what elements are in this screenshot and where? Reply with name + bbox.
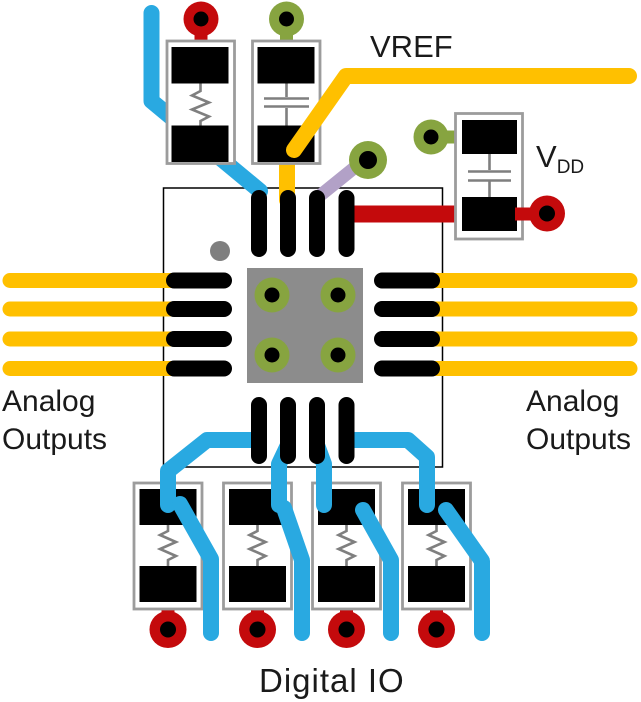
via-hole	[249, 621, 266, 638]
resistor-symbol	[335, 525, 358, 566]
component-pad	[408, 566, 465, 602]
chip-pad-right	[374, 360, 440, 377]
analog-traces-right	[420, 273, 638, 376]
via-hole	[193, 11, 209, 27]
via-hole	[338, 621, 355, 638]
chip-pad-top	[280, 190, 296, 257]
resistor-component-bottom-3	[311, 481, 382, 648]
capacitor-component-vdd	[413, 112, 565, 241]
chip-pad-bottom	[280, 397, 296, 464]
component-pad	[462, 120, 517, 154]
chip-pad-bottom	[338, 397, 355, 464]
component-pad	[257, 47, 315, 84]
digital-trace-in-4	[338, 432, 435, 513]
digital-trace-out-2	[276, 500, 310, 641]
component-pad	[229, 566, 286, 602]
thermal-via	[254, 277, 290, 313]
analog-traces-left	[2, 273, 186, 376]
analog-outputs-right-line1: Analog	[526, 385, 620, 418]
via-hole	[428, 621, 445, 638]
digital-trace-out-4	[438, 502, 490, 641]
chip-pad-top	[251, 190, 267, 257]
component-pad	[171, 125, 229, 162]
chip-pad-top	[309, 190, 325, 257]
chip-pad-top	[338, 190, 355, 257]
analog-outputs-right-line2: Outputs	[526, 423, 632, 456]
analog-outputs-left-line2: Outputs	[2, 423, 108, 456]
resistor-symbol	[156, 525, 180, 566]
digital-trace-out-1	[172, 496, 219, 641]
chip-pad-right	[374, 331, 440, 347]
vdd-label-main: V	[536, 139, 557, 174]
digital-trace-in-1	[160, 432, 267, 513]
resistor-symbol	[188, 83, 213, 126]
component-pad	[462, 197, 517, 231]
chip-pad-left	[166, 301, 232, 317]
capacitor-symbol	[264, 83, 309, 126]
component-pad	[318, 566, 375, 602]
thermal-pad	[247, 268, 363, 383]
green-via-purple-net	[349, 141, 387, 179]
chip-pad-left	[166, 331, 232, 347]
vref-label: VREF	[370, 29, 453, 64]
resistor-symbol	[246, 525, 269, 566]
analog-outputs-label-left: Analog Outputs	[2, 383, 107, 459]
analog-outputs-label-right: Analog Outputs	[526, 383, 631, 459]
component-pad	[171, 47, 229, 84]
thermal-via	[320, 337, 356, 373]
chip-pad-bottom	[251, 397, 267, 464]
via-hole	[279, 11, 294, 27]
capacitor-component-vref	[251, 1, 322, 165]
resistor-component-top	[165, 1, 236, 165]
via-hole	[160, 621, 176, 638]
resistor-component-bottom-4	[401, 481, 472, 648]
pin1-marker-dot	[210, 241, 230, 261]
component-pad	[139, 566, 197, 602]
chip-pads	[166, 190, 440, 464]
thermal-via	[320, 277, 356, 313]
chip-pad-right	[374, 301, 440, 317]
chip-pad-right	[374, 272, 440, 289]
resistor-symbol	[425, 525, 448, 566]
chip-pad-bottom	[309, 397, 325, 464]
digital-trace-out-3	[355, 502, 399, 641]
vref-trace	[286, 68, 637, 158]
chip-pad-left	[166, 360, 232, 377]
via-hole	[539, 205, 555, 222]
thermal-via	[254, 337, 290, 373]
analog-outputs-left-line1: Analog	[2, 385, 96, 418]
vdd-label: VDD	[536, 139, 584, 179]
vdd-label-subscript: DD	[556, 157, 585, 178]
capacitor-symbol	[468, 154, 511, 197]
chip-pad-left	[166, 272, 232, 289]
digital-io-label: Digital IO	[259, 662, 405, 699]
via-hole	[423, 129, 439, 145]
